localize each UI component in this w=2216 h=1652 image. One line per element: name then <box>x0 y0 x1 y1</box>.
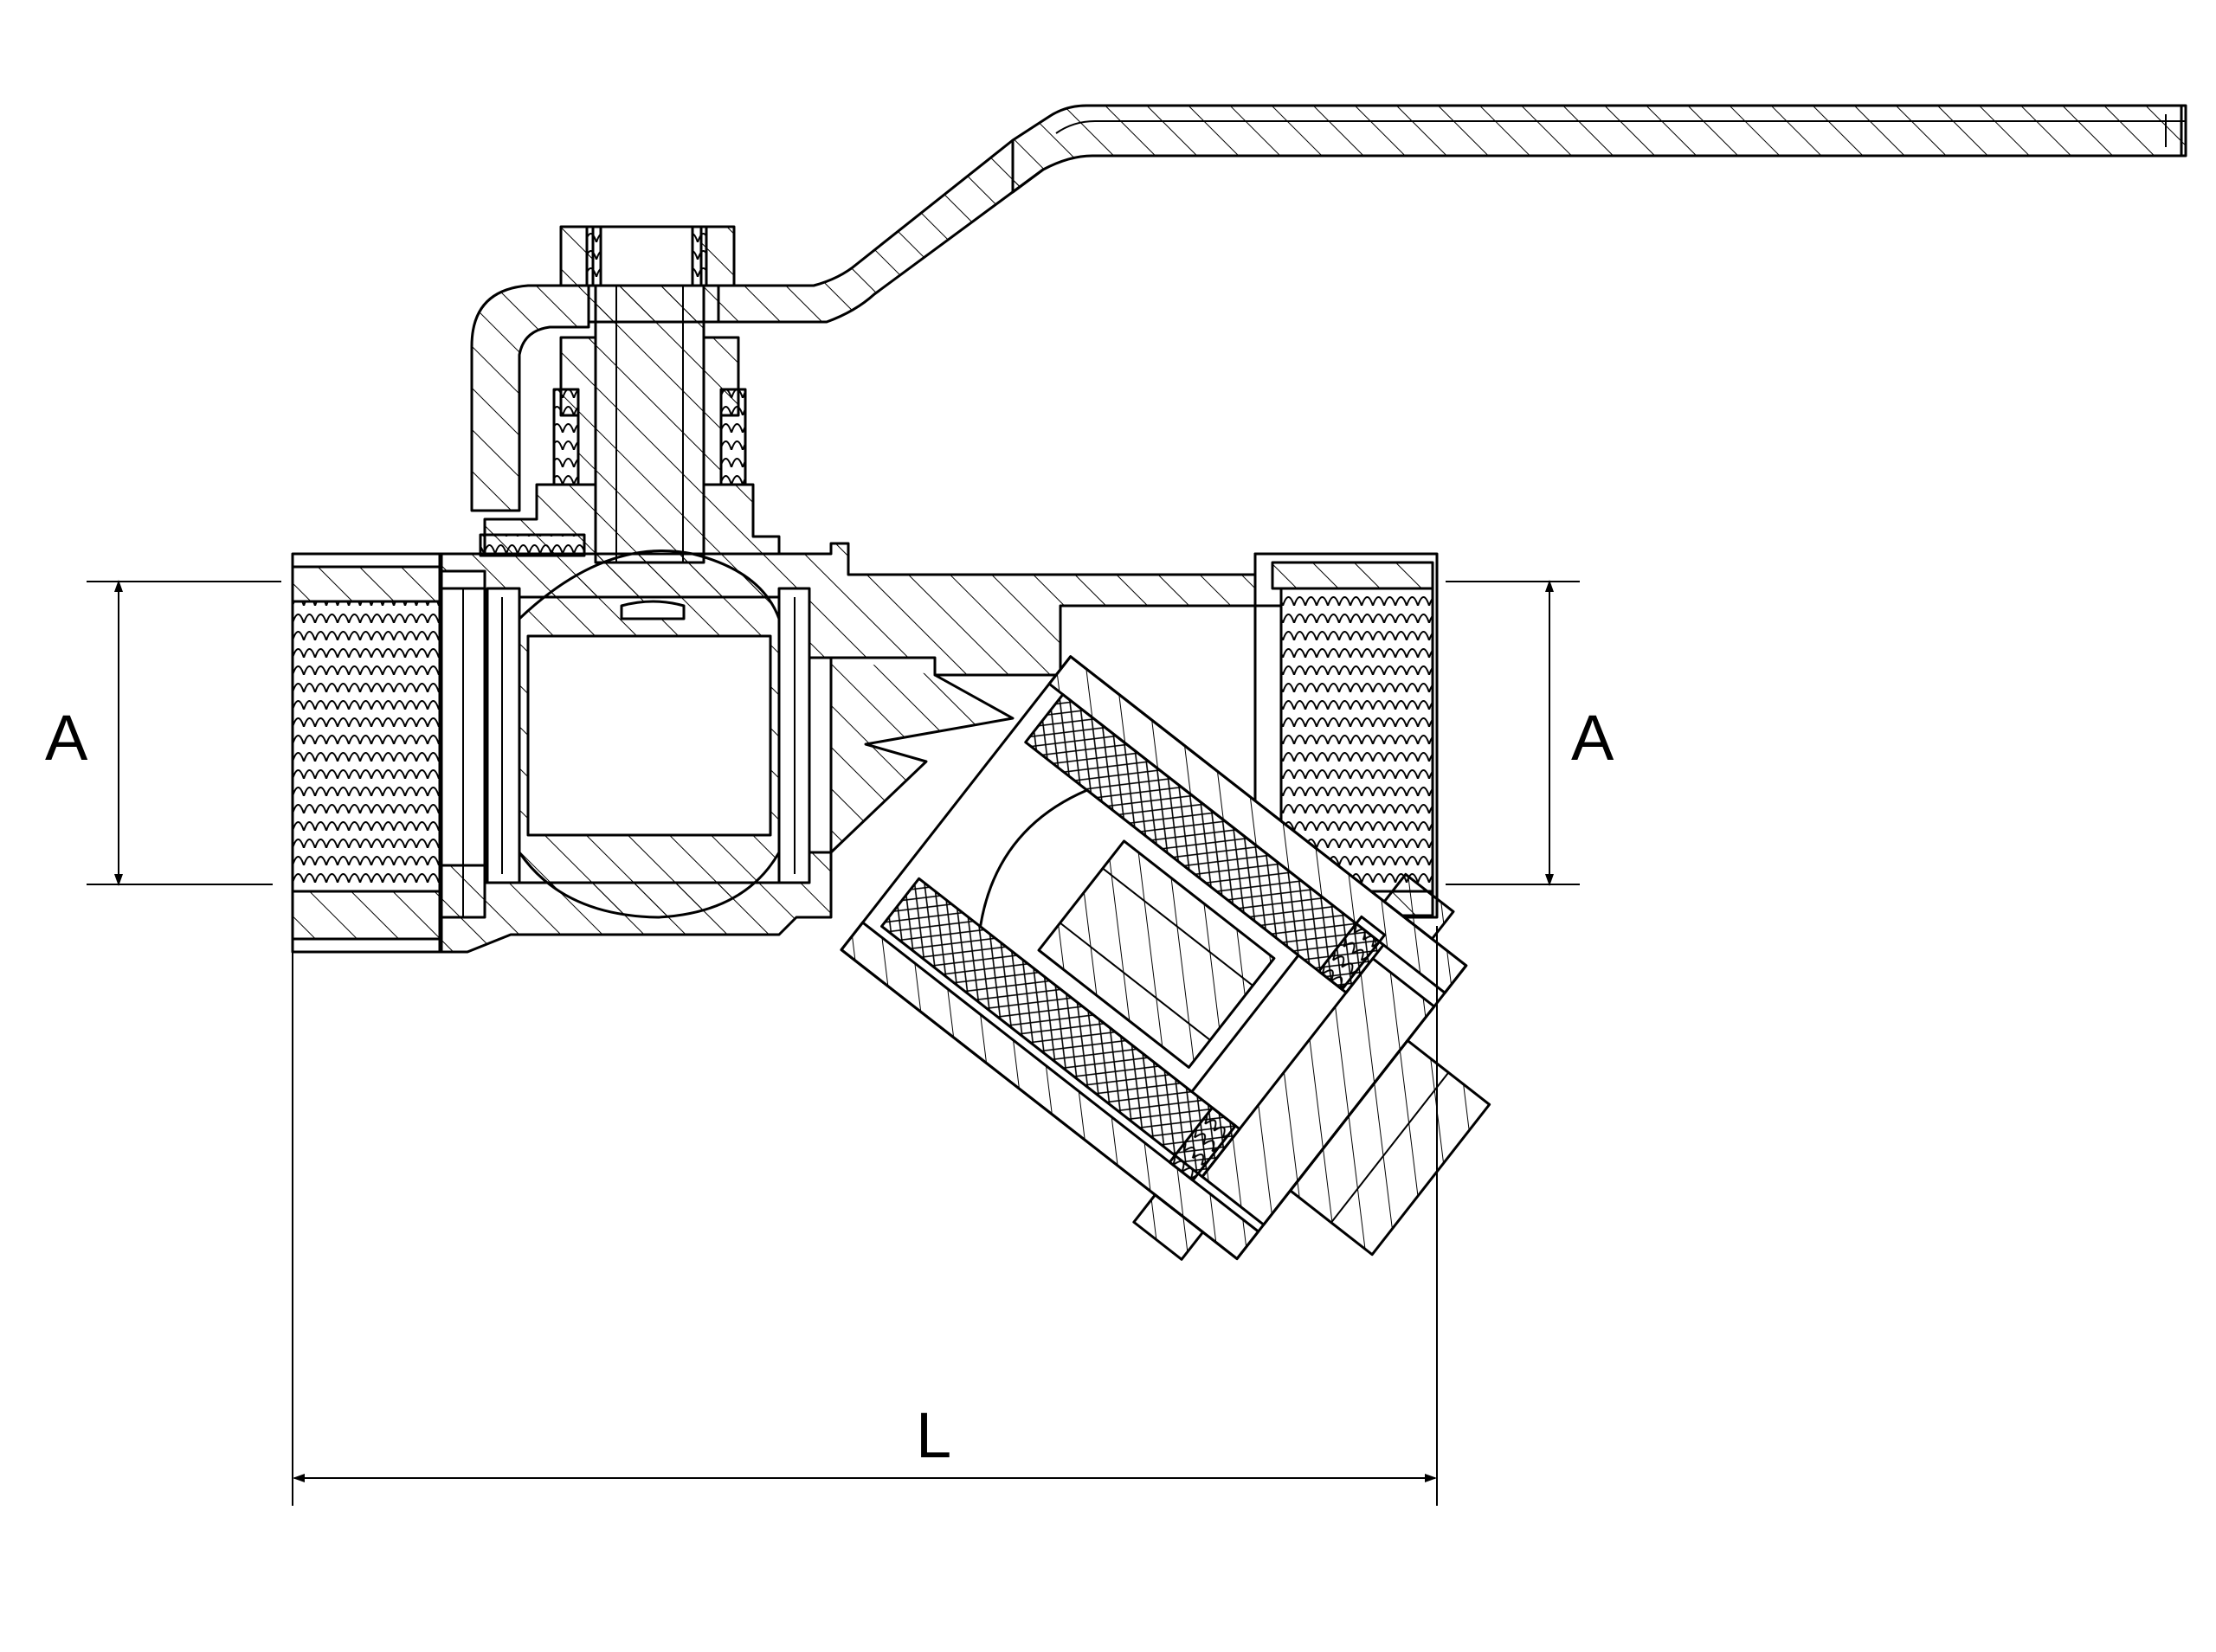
stem-nut <box>559 225 736 287</box>
valve-stem <box>479 284 781 564</box>
strainer-assembly <box>840 655 1491 1261</box>
dimension-label-a-left: A <box>45 702 88 774</box>
dimension-label-l: L <box>916 1399 951 1471</box>
left-end-connector <box>291 552 486 954</box>
dimension-A-left <box>87 580 281 886</box>
dimension-L <box>292 926 1438 1506</box>
dimension-A-right <box>1446 580 1580 886</box>
ball <box>486 550 811 919</box>
dimension-label-a-right: A <box>1571 702 1614 774</box>
